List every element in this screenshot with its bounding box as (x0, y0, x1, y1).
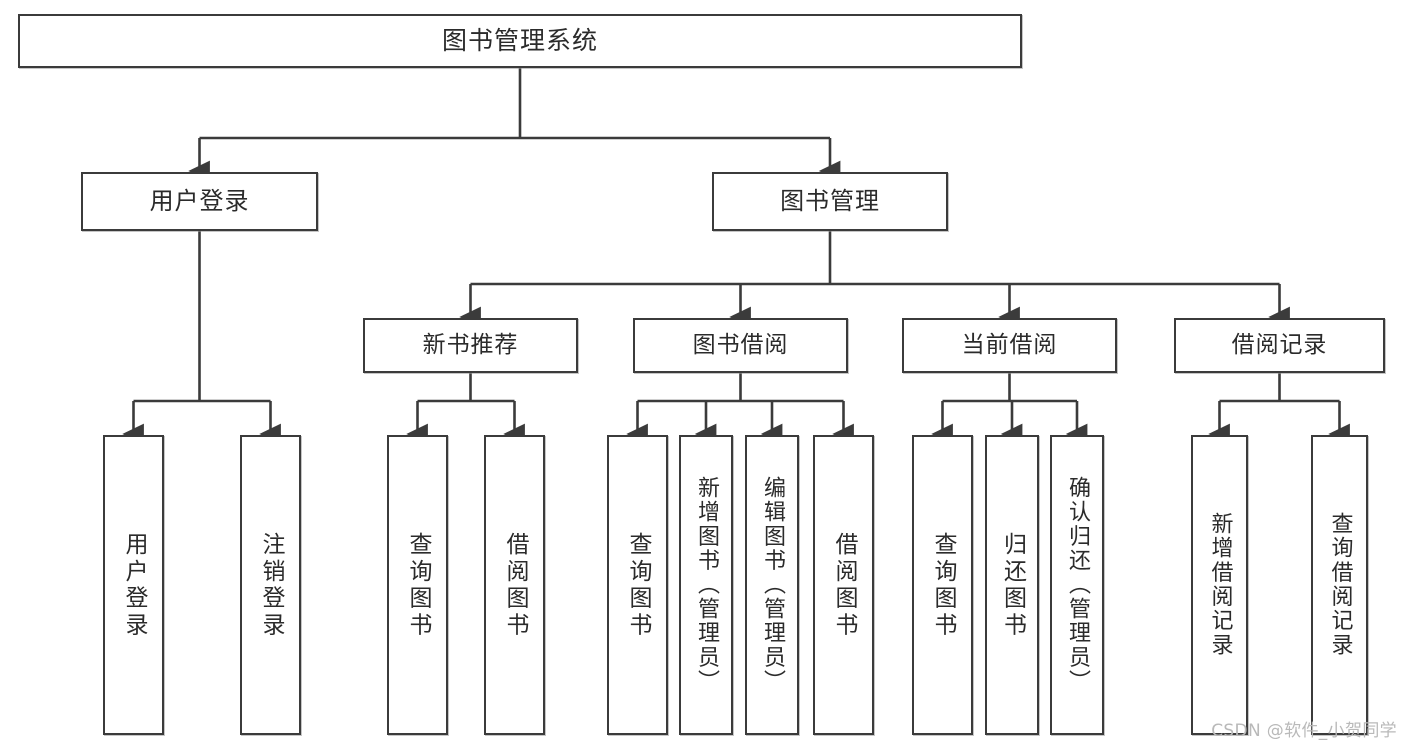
node-leaf-query-book-3[interactable]: 查询图书 (912, 435, 973, 735)
node-label: 查询图书 (930, 531, 956, 639)
node-label: 确认归还（管理员） (1065, 476, 1090, 694)
node-label: 新增借阅记录 (1207, 512, 1233, 658)
node-leaf-user-login[interactable]: 用户登录 (103, 435, 164, 735)
node-current-borrow[interactable]: 当前借阅 (902, 318, 1117, 373)
node-book-borrow[interactable]: 图书借阅 (633, 318, 848, 373)
node-label: 当前借阅 (961, 331, 1058, 358)
node-label: 新书推荐 (422, 331, 519, 358)
node-leaf-borrow-book-1[interactable]: 借阅图书 (484, 435, 545, 735)
node-root-system[interactable]: 图书管理系统 (18, 14, 1022, 68)
node-book-manage[interactable]: 图书管理 (712, 172, 948, 231)
node-label: 注销登录 (258, 531, 284, 639)
node-leaf-return-book[interactable]: 归还图书 (985, 435, 1039, 735)
node-new-book-rec[interactable]: 新书推荐 (363, 318, 578, 373)
node-label: 新增图书（管理员） (694, 476, 719, 694)
node-borrow-record[interactable]: 借阅记录 (1174, 318, 1385, 373)
node-label: 借阅图书 (502, 531, 528, 639)
csdn-watermark: CSDN @软件_小贺同学 (1211, 721, 1397, 741)
node-leaf-confirm-return[interactable]: 确认归还（管理员） (1050, 435, 1104, 735)
node-leaf-user-logout[interactable]: 注销登录 (240, 435, 301, 735)
node-label: 图书管理 (780, 187, 880, 216)
node-label: 查询图书 (405, 531, 431, 639)
node-label: 查询借阅记录 (1327, 512, 1353, 658)
node-leaf-add-record[interactable]: 新增借阅记录 (1191, 435, 1248, 735)
node-label: 归还图书 (999, 531, 1026, 639)
node-label: 借阅记录 (1231, 331, 1328, 358)
node-label: 编辑图书（管理员） (760, 476, 785, 694)
node-leaf-borrow-book-2[interactable]: 借阅图书 (813, 435, 874, 735)
node-label: 图书管理系统 (441, 26, 598, 56)
node-leaf-query-book-1[interactable]: 查询图书 (387, 435, 448, 735)
node-leaf-edit-book[interactable]: 编辑图书（管理员） (745, 435, 799, 735)
node-leaf-add-book[interactable]: 新增图书（管理员） (679, 435, 733, 735)
node-label: 借阅图书 (831, 531, 857, 639)
node-label: 图书借阅 (692, 331, 789, 358)
node-label: 用户登录 (149, 187, 250, 216)
node-label: 查询图书 (625, 531, 651, 639)
node-leaf-query-record[interactable]: 查询借阅记录 (1311, 435, 1368, 735)
node-user-login[interactable]: 用户登录 (81, 172, 318, 231)
node-leaf-query-book-2[interactable]: 查询图书 (607, 435, 668, 735)
node-label: 用户登录 (121, 531, 147, 639)
